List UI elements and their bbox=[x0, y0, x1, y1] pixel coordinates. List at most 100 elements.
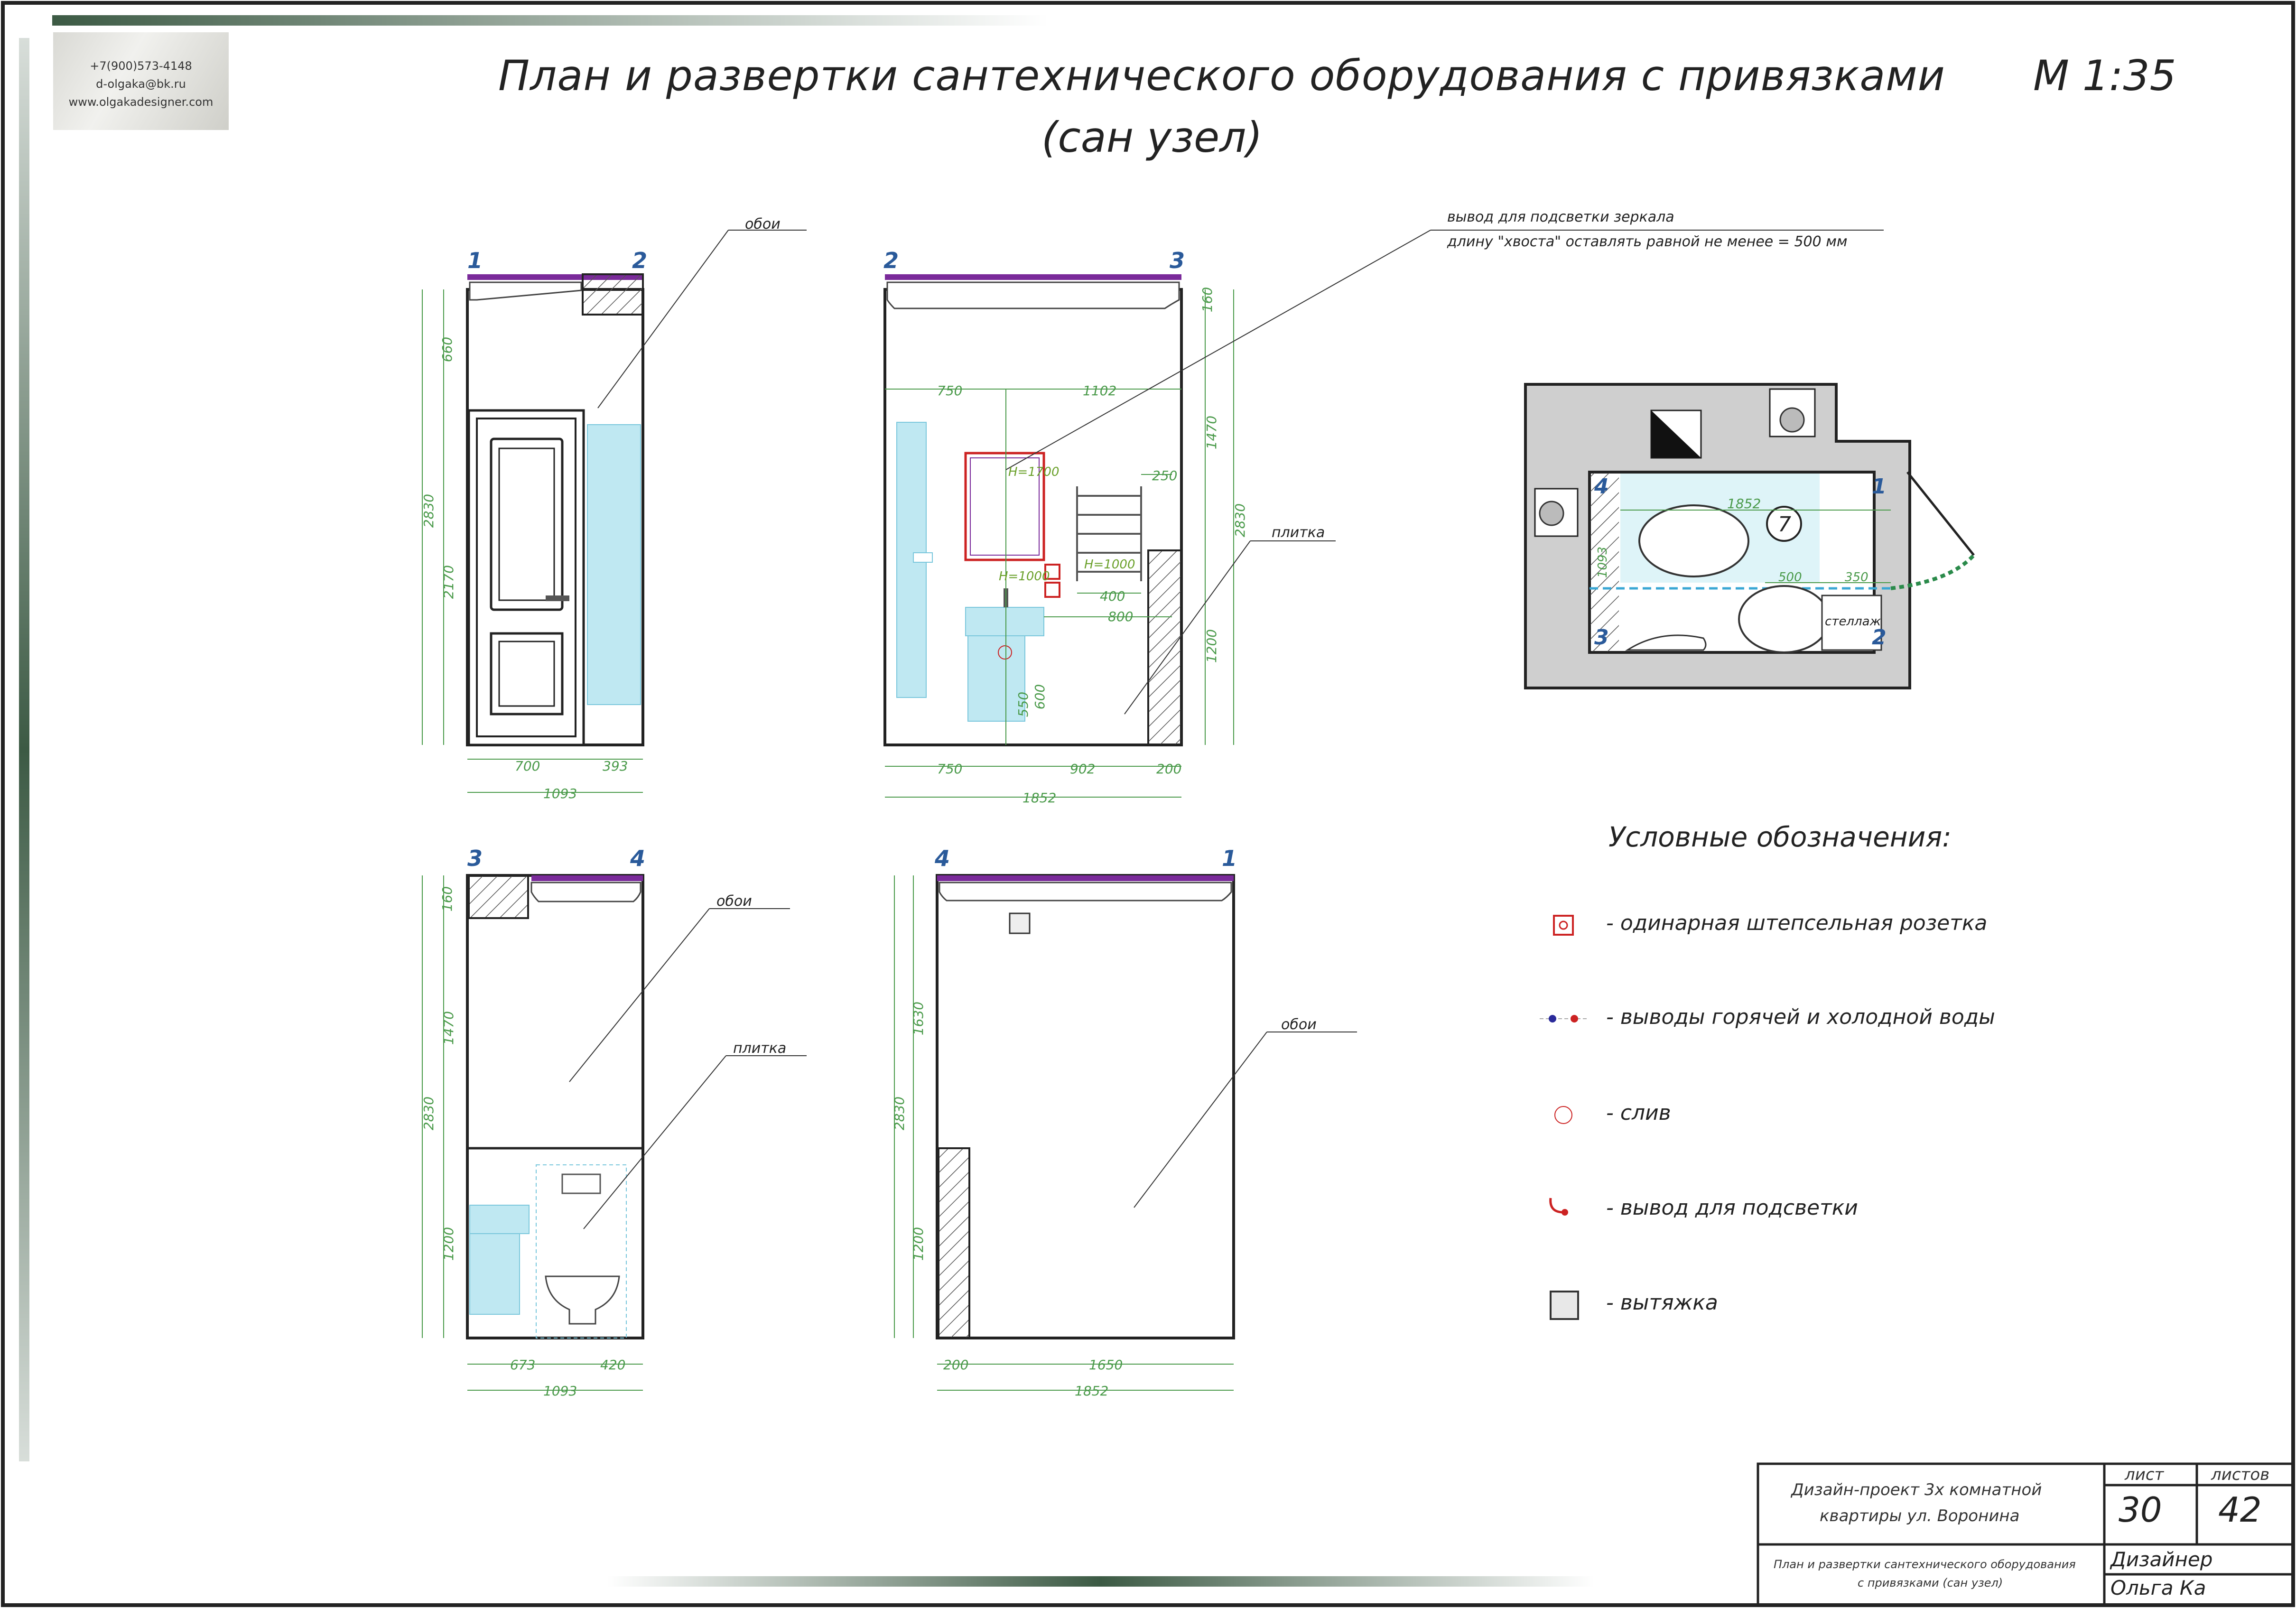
elevation-2 bbox=[883, 274, 1234, 798]
dim-label: 1470 bbox=[1204, 415, 1220, 450]
tb-sheets-label: листов bbox=[2211, 1465, 2270, 1484]
dim-label: 2170 bbox=[441, 565, 457, 599]
elevation-1 bbox=[422, 273, 644, 793]
label-wallpaper: обои bbox=[716, 893, 752, 910]
tb-sheet-label: лист bbox=[2125, 1465, 2164, 1484]
elev-mark: 1 bbox=[467, 248, 483, 273]
tb-drawing-line2: с привязками (сан узел) bbox=[1858, 1576, 2003, 1589]
elevation-3 bbox=[422, 874, 644, 1391]
frame-accent-top bbox=[52, 15, 1049, 26]
dim-label: 600 bbox=[1032, 684, 1048, 710]
legend-item: - слив bbox=[1606, 1101, 1671, 1125]
dim-label: 550 bbox=[1015, 691, 1032, 717]
dim-label: 160 bbox=[1199, 287, 1216, 313]
legend-icons bbox=[1540, 915, 1587, 1320]
elevation-4 bbox=[894, 874, 1235, 1391]
door bbox=[467, 409, 585, 746]
dim-label: 750 bbox=[937, 761, 963, 777]
dim-label: 660 bbox=[439, 336, 455, 362]
tb-project-line1: Дизайн-проект 3х комнатной bbox=[1791, 1480, 2042, 1499]
dim-label: 1200 bbox=[1204, 629, 1220, 663]
water-outlets-icon bbox=[1540, 1015, 1587, 1022]
tb-name: Ольга Ка bbox=[2110, 1576, 2206, 1599]
page-title: План и развертки сантехнического оборудо… bbox=[498, 51, 1945, 100]
dim-label: 1093 bbox=[543, 786, 577, 801]
dim-label: 2830 bbox=[421, 493, 437, 528]
dim-label: 1630 bbox=[911, 1001, 927, 1036]
dim-label: 902 bbox=[1070, 761, 1096, 777]
dim-label: 200 bbox=[943, 1357, 969, 1373]
scale-label: М 1:35 bbox=[2033, 51, 2176, 100]
contact-email: d-olgaka@bk.ru bbox=[96, 77, 186, 91]
legend-item: - вытяжка bbox=[1606, 1291, 1718, 1315]
elev-mark: 2 bbox=[883, 248, 899, 273]
socket-icon bbox=[1553, 915, 1574, 936]
label-tile: плитка bbox=[733, 1040, 787, 1057]
elev-mark: 2 bbox=[632, 248, 648, 273]
dim-label: 1852 bbox=[1023, 790, 1057, 806]
dim-label: 393 bbox=[603, 758, 628, 774]
dim-label: 2830 bbox=[1232, 503, 1248, 538]
dim-label: 200 bbox=[1156, 761, 1182, 777]
dim-label: 400 bbox=[1100, 588, 1125, 604]
dim-label: 500 bbox=[1778, 570, 1802, 585]
light-outlet-icon bbox=[1549, 1198, 1564, 1214]
plan-mark: 2 bbox=[1872, 625, 1887, 650]
legend-item: - одинарная штепсельная розетка bbox=[1606, 911, 1988, 935]
page-subtitle: (сан узел) bbox=[1041, 113, 1263, 162]
label-wallpaper: обои bbox=[1281, 1016, 1317, 1033]
label-mirror-note-1: вывод для подсветки зеркала bbox=[1447, 209, 1674, 225]
dim-label: 800 bbox=[1108, 609, 1134, 624]
plan-washbasin bbox=[1738, 585, 1830, 653]
vent-icon bbox=[1550, 1291, 1579, 1320]
label-h1700: H=1700 bbox=[1008, 465, 1060, 479]
elev-mark: 4 bbox=[935, 846, 950, 871]
dim-label: 2830 bbox=[892, 1096, 908, 1131]
dim-label: 1093 bbox=[543, 1383, 577, 1399]
legend-item: - выводы горячей и холодной воды bbox=[1606, 1005, 1995, 1029]
towel-rail bbox=[1076, 486, 1142, 581]
tb-drawing-line1: План и развертки сантехнического оборудо… bbox=[1774, 1558, 2076, 1571]
plan-mark: 1 bbox=[1872, 474, 1887, 499]
dim-label: 1102 bbox=[1083, 383, 1117, 399]
door-swing bbox=[1890, 554, 1975, 590]
dim-label: 1470 bbox=[441, 1011, 457, 1045]
tb-sheets-total: 42 bbox=[2218, 1490, 2262, 1530]
dim-label: 1093 bbox=[1596, 546, 1610, 578]
title-block-frame bbox=[1757, 1462, 2295, 1607]
drain-icon bbox=[998, 645, 1012, 660]
dim-label: 1200 bbox=[911, 1227, 927, 1261]
label-mirror-note-2: длину "хвоста" оставлять равной не менее… bbox=[1447, 233, 1848, 250]
dim-label: 420 bbox=[600, 1357, 626, 1373]
label-h1000: H=1000 bbox=[1084, 558, 1135, 572]
plan-toilet bbox=[1638, 504, 1749, 577]
elev-mark: 3 bbox=[467, 846, 483, 871]
tb-project-line2: квартиры ул. Воронина bbox=[1820, 1506, 2020, 1525]
contact-phone: +7(900)573-4148 bbox=[90, 59, 192, 73]
contact-site: www.olgakadesigner.com bbox=[68, 95, 214, 109]
dim-label: 1200 bbox=[441, 1227, 457, 1261]
frame-accent-left bbox=[19, 38, 29, 1461]
dim-label: 750 bbox=[937, 383, 963, 399]
tb-role: Дизайнер bbox=[2110, 1548, 2213, 1571]
wall-hung-toilet bbox=[545, 1275, 620, 1325]
dim-label: 1852 bbox=[1075, 1383, 1109, 1399]
elev-mark: 1 bbox=[1222, 846, 1237, 871]
label-wallpaper: обои bbox=[745, 216, 781, 232]
dim-label: 673 bbox=[510, 1357, 536, 1373]
frame-accent-bottom bbox=[607, 1576, 1594, 1587]
vent-icon bbox=[1009, 912, 1031, 934]
dim-label: 700 bbox=[515, 758, 540, 774]
legend-item: - вывод для подсветки bbox=[1606, 1196, 1858, 1220]
socket-icon bbox=[1044, 564, 1060, 580]
label-h1000: H=1000 bbox=[999, 569, 1050, 584]
contact-card: +7(900)573-4148 d-olgaka@bk.ru www.olgak… bbox=[53, 32, 229, 130]
vanity bbox=[965, 607, 1044, 636]
elev-mark: 4 bbox=[630, 846, 646, 871]
drain-icon bbox=[1554, 1106, 1572, 1124]
dim-label: 1852 bbox=[1727, 496, 1761, 511]
room-number: 7 bbox=[1778, 512, 1791, 537]
tb-sheet-num: 30 bbox=[2119, 1490, 2162, 1530]
label-tile: плитка bbox=[1272, 524, 1325, 541]
